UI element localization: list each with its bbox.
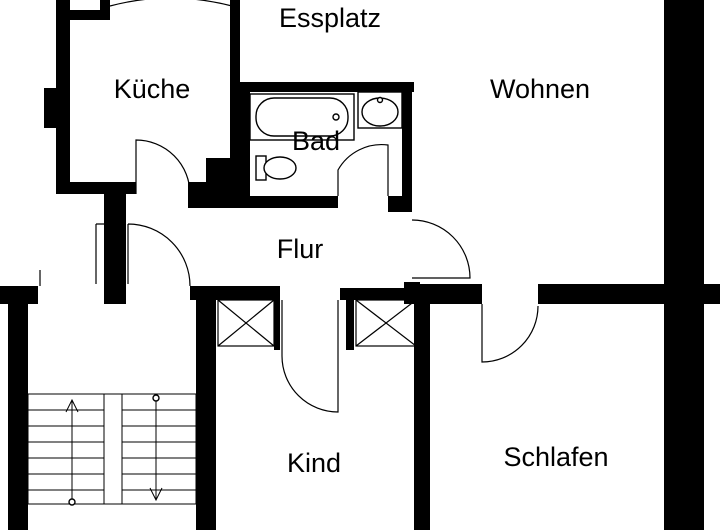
room-label-wohnen: Wohnen <box>490 74 590 104</box>
room-label-essplatz: Essplatz <box>279 3 381 33</box>
staircase <box>27 393 197 506</box>
room-label-bad: Bad <box>292 126 340 156</box>
room-label-flur: Flur <box>277 234 324 264</box>
room-label-kueche: Küche <box>114 74 191 104</box>
doors <box>39 0 539 413</box>
room-labels: Essplatz Küche Wohnen Bad Flur Kind Schl… <box>114 3 609 478</box>
room-label-kind: Kind <box>287 448 341 478</box>
room-label-schlafen: Schlafen <box>503 442 608 472</box>
bath-fixtures <box>249 91 403 181</box>
shafts <box>217 296 417 350</box>
